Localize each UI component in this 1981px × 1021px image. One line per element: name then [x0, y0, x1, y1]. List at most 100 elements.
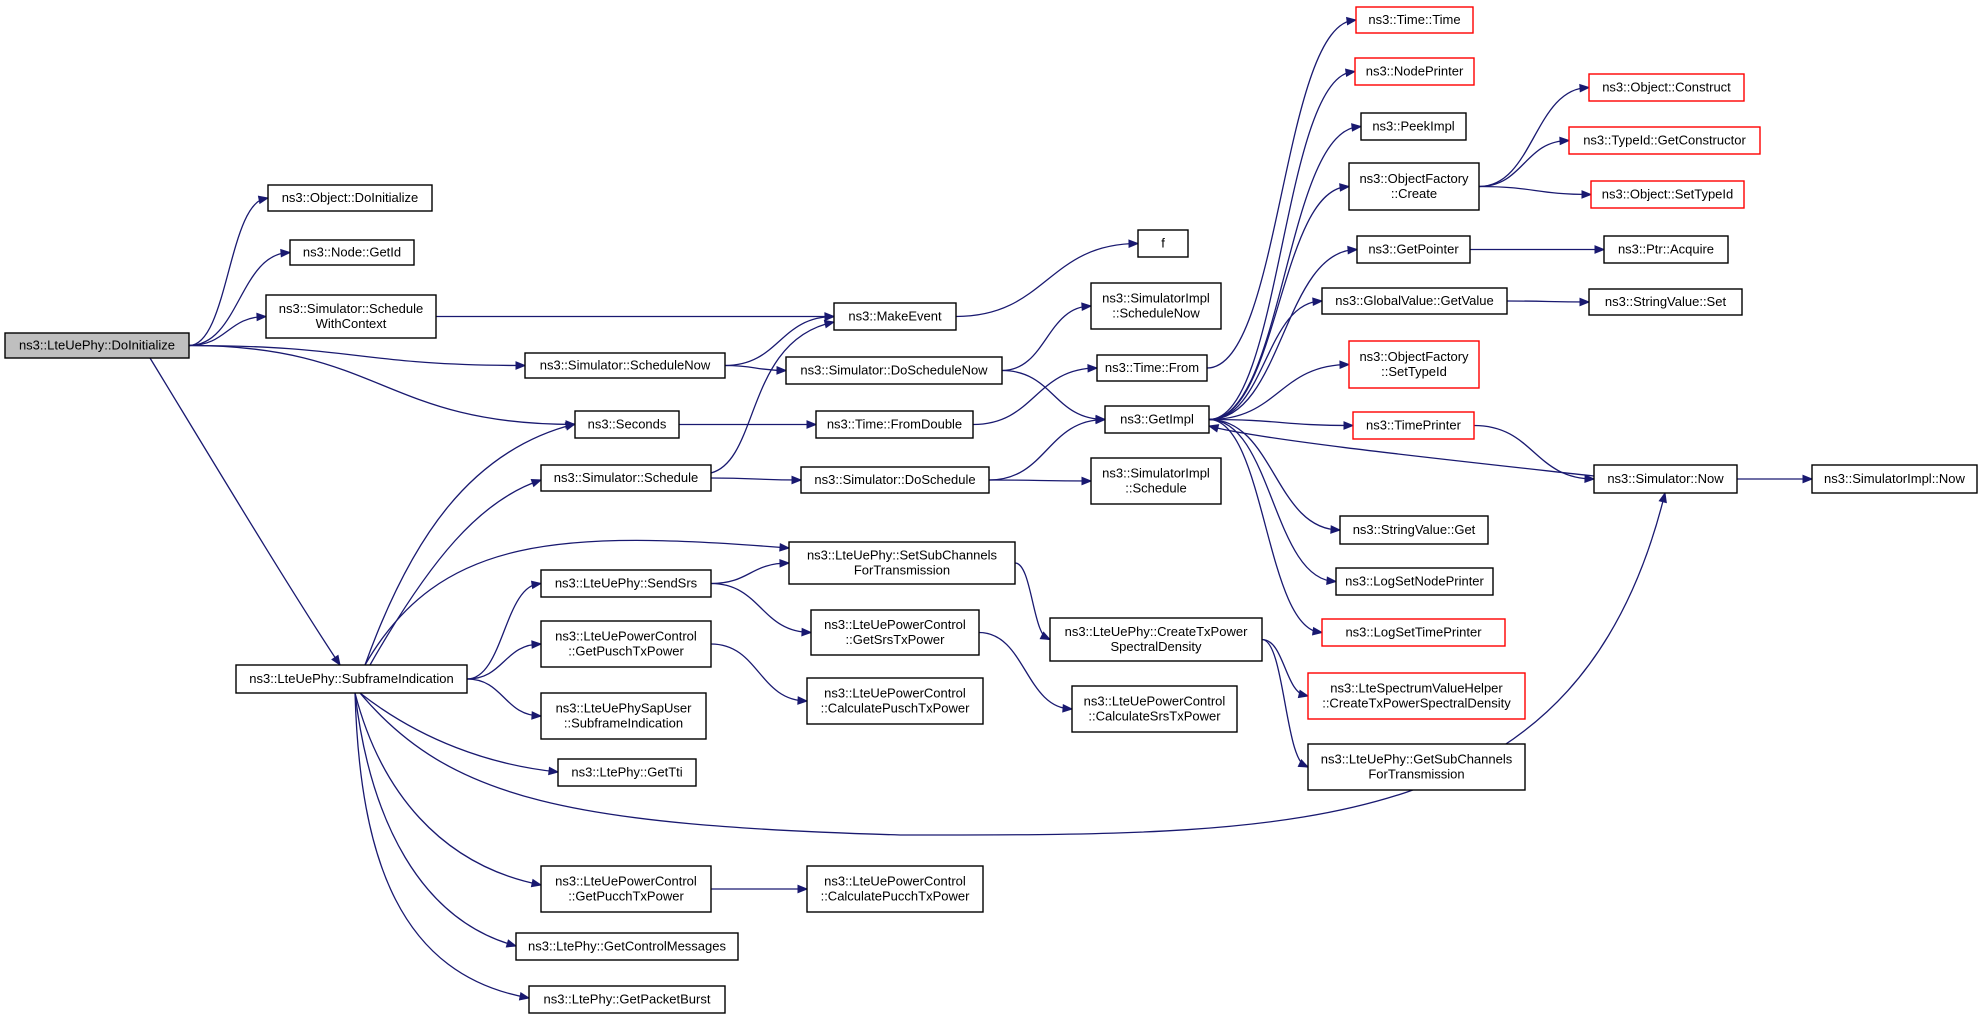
node-simnow[interactable]: ns3::Simulator::Now	[1593, 464, 1738, 494]
arrowhead-icon	[531, 640, 543, 649]
arrowhead-icon	[1062, 703, 1074, 713]
node-label: ns3::LogSetNodePrinter	[1345, 574, 1484, 589]
node-box	[1354, 57, 1475, 86]
node-box	[1588, 73, 1745, 102]
arrowhead-icon	[806, 420, 818, 429]
edge-schednow-to-makeevent	[724, 312, 836, 367]
node-objdoinit[interactable]: ns3::Object::DoInitialize	[267, 184, 433, 212]
node-setsubch[interactable]: ns3::LteUePhy::SetSubChannelsForTransmis…	[788, 541, 1016, 585]
node-peekimpl[interactable]: ns3::PeekImpl	[1360, 112, 1467, 141]
arrowhead-icon	[1594, 245, 1606, 254]
node-ptracquire[interactable]: ns3::Ptr::Acquire	[1603, 235, 1729, 264]
edge-getimpl-to-objfactsettypeid	[1208, 360, 1351, 421]
node-simimplnow[interactable]: ns3::SimulatorImpl::Now	[1811, 464, 1978, 494]
node-nodeprinter[interactable]: ns3::NodePrinter	[1354, 57, 1475, 86]
node-simimplsched[interactable]: ns3::SimulatorImpl::Schedule	[1090, 457, 1222, 505]
node-root[interactable]: ns3::LteUePhy::DoInitialize	[4, 332, 190, 359]
node-schednow[interactable]: ns3::Simulator::ScheduleNow	[524, 352, 726, 379]
node-logsetnodeprinter[interactable]: ns3::LogSetNodePrinter	[1335, 567, 1494, 596]
node-label: ns3::LteUePowerControl	[555, 874, 697, 889]
node-seconds[interactable]: ns3::Seconds	[574, 410, 680, 439]
node-getsubch[interactable]: ns3::LteUePhy::GetSubChannelsForTransmis…	[1307, 743, 1526, 791]
node-schedule[interactable]: ns3::Simulator::Schedule	[540, 464, 712, 492]
edge-getpusch-to-calcpusch	[710, 643, 809, 705]
node-label: ns3::Object::DoInitialize	[282, 190, 419, 205]
node-strvalset[interactable]: ns3::StringValue::Set	[1588, 288, 1743, 316]
node-box	[806, 865, 984, 913]
edge-schedule-to-doschedule	[710, 475, 803, 485]
node-simimplschednow[interactable]: ns3::SimulatorImpl::ScheduleNow	[1090, 282, 1222, 330]
arrowhead-icon	[1579, 83, 1591, 93]
node-label: ns3::LteUePowerControl	[555, 629, 697, 644]
node-getpusch[interactable]: ns3::LteUePowerControl::GetPuschTxPower	[540, 620, 712, 668]
node-gvgetvalue[interactable]: ns3::GlobalValue::GetValue	[1321, 287, 1508, 315]
node-timeprinter[interactable]: ns3::TimePrinter	[1352, 411, 1475, 440]
node-doschedule[interactable]: ns3::Simulator::DoSchedule	[800, 466, 990, 494]
node-label: ns3::PeekImpl	[1372, 119, 1454, 134]
edge-subframeind-to-getpucch	[354, 692, 543, 888]
node-objconstruct[interactable]: ns3::Object::Construct	[1588, 73, 1745, 102]
node-nodegetid[interactable]: ns3::Node::GetId	[289, 239, 415, 266]
node-createtxpsd[interactable]: ns3::LteUePhy::CreateTxPowerSpectralDens…	[1049, 617, 1263, 662]
node-box	[1137, 229, 1189, 258]
node-label: ns3::NodePrinter	[1366, 64, 1464, 79]
node-label: ::CalculatePuschTxPower	[821, 701, 971, 716]
node-label: ns3::Simulator::Now	[1607, 471, 1724, 486]
node-getctrlmsgs[interactable]: ns3::LtePhy::GetControlMessages	[515, 932, 739, 961]
node-getconstructor[interactable]: ns3::TypeId::GetConstructor	[1568, 126, 1761, 155]
node-getimpl[interactable]: ns3::GetImpl	[1104, 405, 1210, 434]
arrowhead-icon	[280, 248, 292, 258]
node-logsettimeprinter[interactable]: ns3::LogSetTimePrinter	[1321, 618, 1506, 647]
node-box	[1307, 672, 1526, 720]
node-fromdouble[interactable]: ns3::Time::FromDouble	[815, 410, 974, 439]
node-doschednow[interactable]: ns3::Simulator::DoScheduleNow	[785, 356, 1003, 385]
arrowhead-icon	[1297, 689, 1310, 699]
edge-simnow-to-getimpl	[1207, 424, 1595, 477]
node-getpktburst[interactable]: ns3::LtePhy::GetPacketBurst	[528, 985, 726, 1014]
arrowhead-icon	[257, 195, 270, 205]
node-box	[1590, 180, 1745, 209]
arrowhead-icon	[1297, 759, 1310, 768]
arrowhead-icon	[1128, 239, 1140, 249]
node-objsettypeid[interactable]: ns3::Object::SetTypeId	[1590, 180, 1745, 209]
node-gettti[interactable]: ns3::LtePhy::GetTti	[557, 758, 697, 787]
node-box	[1339, 515, 1489, 545]
node-subframeind[interactable]: ns3::LteUePhy::SubframeIndication	[235, 664, 468, 694]
node-box	[1348, 340, 1480, 389]
node-label: ns3::LteUePowerControl	[824, 686, 966, 701]
arrowhead-icon	[824, 312, 836, 322]
node-getpointer[interactable]: ns3::GetPointer	[1356, 235, 1471, 264]
node-box	[1321, 618, 1506, 647]
node-objfactcreate[interactable]: ns3::ObjectFactory::Create	[1348, 162, 1480, 211]
node-calcsrstx[interactable]: ns3::LteUePowerControl::CalculateSrsTxPo…	[1071, 685, 1238, 733]
edge-doschednow-to-getimpl	[1001, 369, 1107, 424]
node-box	[785, 356, 1003, 385]
node-sendsrs[interactable]: ns3::LteUePhy::SendSrs	[540, 569, 712, 598]
node-timetime[interactable]: ns3::Time::Time	[1355, 6, 1474, 34]
node-sapsubframe[interactable]: ns3::LteUePhySapUser::SubframeIndication	[540, 692, 707, 740]
node-ltespecvh[interactable]: ns3::LteSpectrumValueHelper::CreateTxPow…	[1307, 672, 1526, 720]
edge-root-to-schedwithctx	[188, 312, 268, 347]
node-label: ns3::LteUePowerControl	[824, 617, 966, 632]
edge-getimpl-to-strvalget	[1208, 418, 1342, 534]
arrowhead-icon	[530, 580, 543, 590]
node-box	[540, 620, 712, 668]
node-calcpusch[interactable]: ns3::LteUePowerControl::CalculatePuschTx…	[806, 677, 984, 725]
node-getsrstx[interactable]: ns3::LteUePowerControl::GetSrsTxPower	[810, 609, 980, 656]
node-objfactsettypeid[interactable]: ns3::ObjectFactory::SetTypeId	[1348, 340, 1480, 389]
node-label: ns3::GetImpl	[1120, 412, 1194, 427]
node-getpucch[interactable]: ns3::LteUePowerControl::GetPucchTxPower	[540, 865, 712, 913]
node-label: ns3::Object::SetTypeId	[1602, 187, 1734, 202]
edge-getimpl-to-gvgetvalue	[1208, 297, 1324, 421]
arrowhead-icon	[1087, 363, 1099, 373]
node-box	[1811, 464, 1978, 494]
node-f[interactable]: f	[1137, 229, 1189, 258]
node-timefrom[interactable]: ns3::Time::From	[1096, 354, 1208, 382]
node-calcpucch[interactable]: ns3::LteUePowerControl::CalculatePucchTx…	[806, 865, 984, 913]
arrowhead-icon	[518, 991, 531, 1001]
node-makeevent[interactable]: ns3::MakeEvent	[833, 302, 957, 331]
arrowhead-icon	[531, 711, 543, 720]
node-strvalget[interactable]: ns3::StringValue::Get	[1339, 515, 1489, 545]
edge-objfactcreate-to-objconstruct	[1478, 83, 1591, 188]
